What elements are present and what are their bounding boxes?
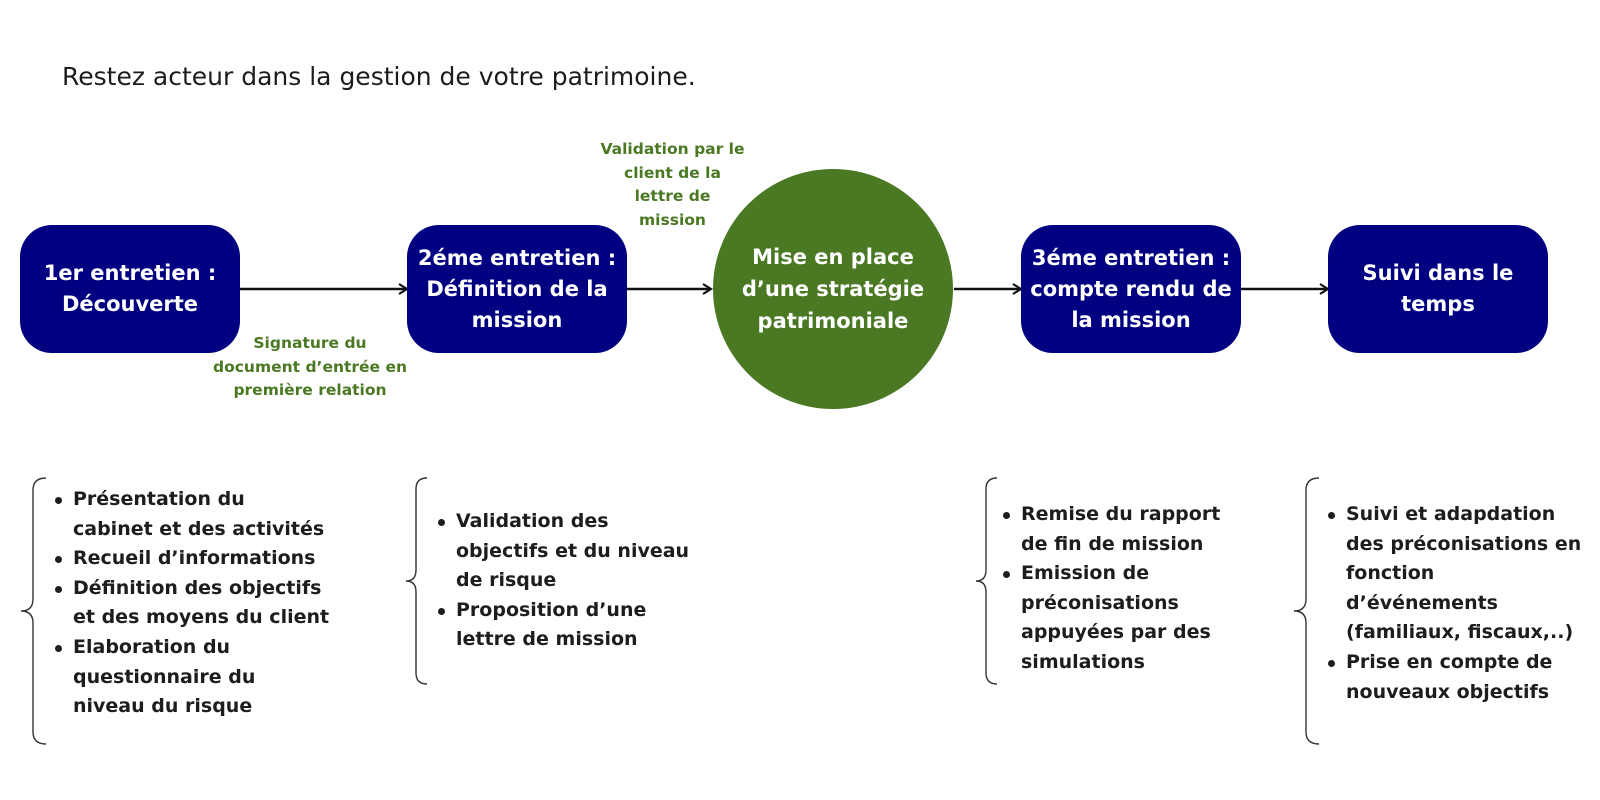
bullet-item: Prise en compte de nouveaux objectifs (1325, 648, 1581, 707)
step-4-line: la mission (1071, 307, 1191, 332)
bullet-line: Elaboration du (73, 635, 231, 658)
note-signature-line: document d’entrée en (212, 357, 408, 376)
step-4-line: 3éme entretien : (1031, 245, 1231, 270)
bullet-line: Suivi et adapdation (1346, 503, 1556, 525)
step-2-line: 2éme entretien : (417, 245, 617, 270)
bullet-list-group-1: Présentation du cabinet et des activités… (52, 485, 329, 722)
bullet-line: d’événements (1346, 591, 1498, 614)
bullet-line: fonction (1346, 562, 1435, 585)
bullet-line: Prise en compte de (1346, 650, 1553, 673)
bullet-item: Emission de préconisations appuyées par … (1000, 559, 1220, 677)
step-1-decouverte: 1er entretien : Découverte (20, 225, 240, 353)
note-validation-line: lettre de (634, 187, 711, 205)
step-5-line: temps (1401, 292, 1475, 316)
bullet-item: Définition des objectifs et des moyens d… (52, 574, 329, 633)
bullet-line: de risque (456, 569, 557, 592)
bullet-line: appuyées par des (1021, 621, 1211, 644)
note-validation-line: Validation par le (600, 140, 745, 158)
bullet-item: Recueil d’informations (52, 544, 329, 574)
step-3-line: patrimoniale (757, 309, 909, 333)
bullet-item: Proposition d’une lettre de mission (435, 596, 689, 655)
step-4-line: compte rendu de (1030, 276, 1232, 301)
bullet-line: niveau du risque (73, 695, 253, 718)
note-signature: Signature du document d’entrée en premiè… (205, 332, 415, 403)
step-3-line: Mise en place (752, 245, 914, 269)
brace-group-2 (405, 477, 428, 685)
step-2-line: Définition de la (426, 276, 608, 301)
step-3-strategie: Mise en place d’une stratégie patrimonia… (713, 169, 953, 409)
bullet-line: (familiaux, fiscaux,..) (1346, 621, 1574, 644)
note-signature-line: première relation (233, 381, 387, 399)
step-1-line: Découverte (61, 292, 199, 316)
bullet-line: et des moyens du client (73, 606, 330, 629)
step-4-compte-rendu: 3éme entretien : compte rendu de la miss… (1021, 225, 1241, 353)
bullet-line: simulations (1021, 650, 1145, 673)
note-validation-line: client de la (624, 163, 721, 182)
bullet-line: de fin de mission (1021, 532, 1204, 555)
bullet-line: préconisations (1021, 591, 1179, 614)
step-5-line: Suivi dans le (1362, 261, 1514, 285)
brace-group-1 (20, 477, 47, 745)
bullet-line: Définition des objectifs (73, 576, 322, 599)
page-title: Restez acteur dans la gestion de votre p… (62, 62, 696, 91)
note-signature-line: Signature du (253, 334, 367, 352)
bullet-list-group-2: Validation des objectifs et du niveau de… (435, 507, 689, 655)
note-validation-line: mission (639, 210, 706, 229)
bullet-line: Emission de (1021, 562, 1150, 585)
bullet-list-group-3: Remise du rapport de fin de mission Emis… (1000, 500, 1220, 678)
bullet-item: Elaboration du questionnaire du niveau d… (52, 633, 329, 722)
bullet-line: cabinet et des activités (73, 517, 325, 540)
bullet-line: objectifs et du niveau (456, 539, 690, 562)
bullet-line: Validation des (456, 510, 609, 532)
step-1-line: 1er entretien : (43, 261, 217, 285)
bullet-item: Remise du rapport de fin de mission (1000, 500, 1220, 559)
step-2-definition: 2éme entretien : Définition de la missio… (407, 225, 627, 353)
bullet-item: Validation des objectifs et du niveau de… (435, 507, 689, 596)
bullet-line: Remise du rapport (1021, 503, 1221, 525)
bullet-item: Présentation du cabinet et des activités (52, 485, 329, 544)
brace-group-4 (1293, 477, 1320, 745)
bullet-line: Proposition d’une (456, 598, 647, 621)
bullet-list-group-4: Suivi et adapdation des préconisations e… (1325, 500, 1581, 707)
bullet-line: Présentation du (73, 488, 245, 510)
step-2-line: mission (471, 307, 563, 332)
brace-group-3 (975, 477, 998, 685)
bullet-line: questionnaire du (73, 665, 256, 688)
step-3-line: d’une stratégie (741, 277, 925, 301)
bullet-line: des préconisations en (1346, 532, 1582, 555)
bullet-item: Suivi et adapdation des préconisations e… (1325, 500, 1581, 648)
bullet-line: lettre de mission (456, 628, 638, 651)
step-5-suivi: Suivi dans le temps (1328, 225, 1548, 353)
bullet-line: nouveaux objectifs (1346, 680, 1550, 703)
bullet-line: Recueil d’informations (73, 547, 316, 570)
note-validation: Validation par le client de la lettre de… (585, 138, 760, 232)
